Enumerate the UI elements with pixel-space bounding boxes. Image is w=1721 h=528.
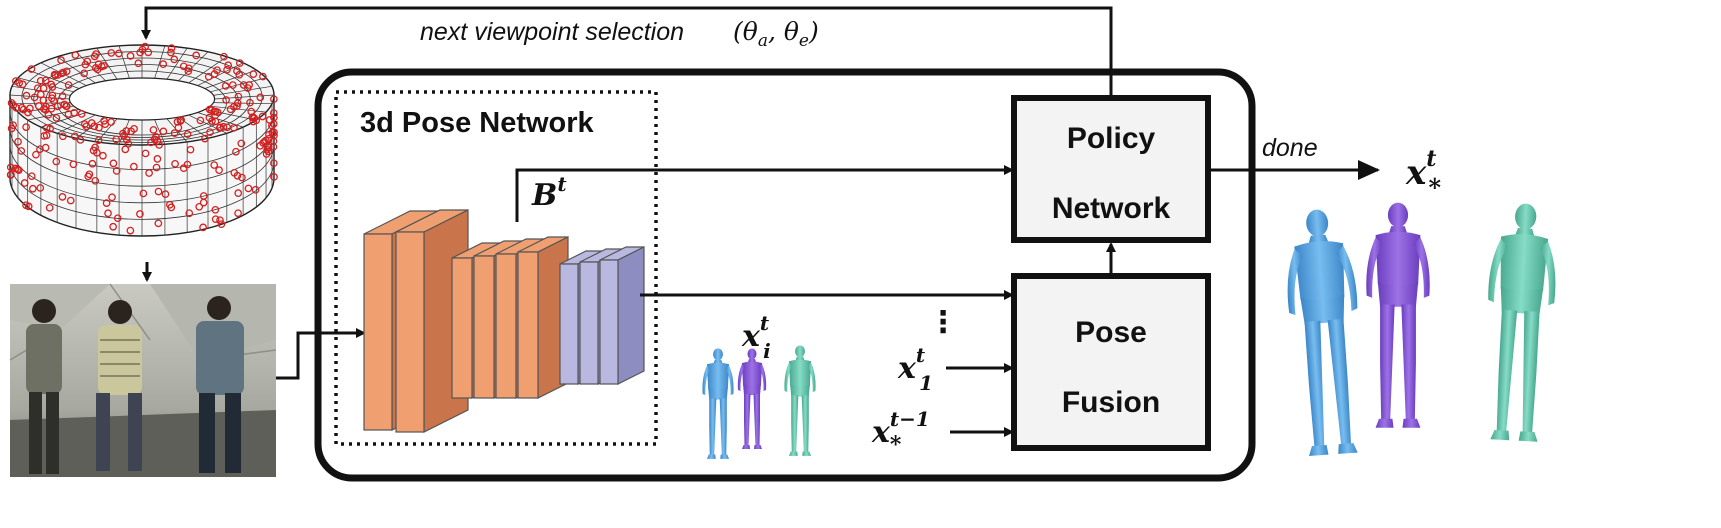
arrow-photo-to-network <box>276 328 366 380</box>
feedback-math: (θa, θe) <box>733 17 819 51</box>
arrow-bt-to-policy <box>515 165 1014 222</box>
x-star-t-label: xt* <box>1405 146 1441 202</box>
pose-network-title: 3d Pose Network <box>360 107 595 139</box>
feedback-label: next viewpoint selection <box>420 18 684 46</box>
system-container <box>314 68 1256 482</box>
done-label: done <box>1262 134 1318 162</box>
cnn-layers <box>363 209 645 433</box>
arrow-feedback-loop <box>141 6 1113 98</box>
pose-fusion-box <box>1011 273 1211 451</box>
policy-label-1: Policy <box>1067 122 1156 155</box>
multi-person-photo <box>9 283 277 477</box>
x-star-prev-label: xt−1* <box>871 407 930 458</box>
per-view-human-figures <box>702 345 816 459</box>
b-t-label: Bt <box>531 172 567 213</box>
fusion-label-1: Pose <box>1075 316 1147 349</box>
vdots-label: ⋮ <box>928 306 958 339</box>
fused-human-meshes <box>1281 201 1560 457</box>
fusion-label-2: Fusion <box>1062 386 1160 419</box>
policy-network-box <box>1011 95 1211 243</box>
policy-label-2: Network <box>1052 192 1171 225</box>
camera-dome-icon <box>6 42 278 237</box>
pose-network-box <box>334 90 658 446</box>
